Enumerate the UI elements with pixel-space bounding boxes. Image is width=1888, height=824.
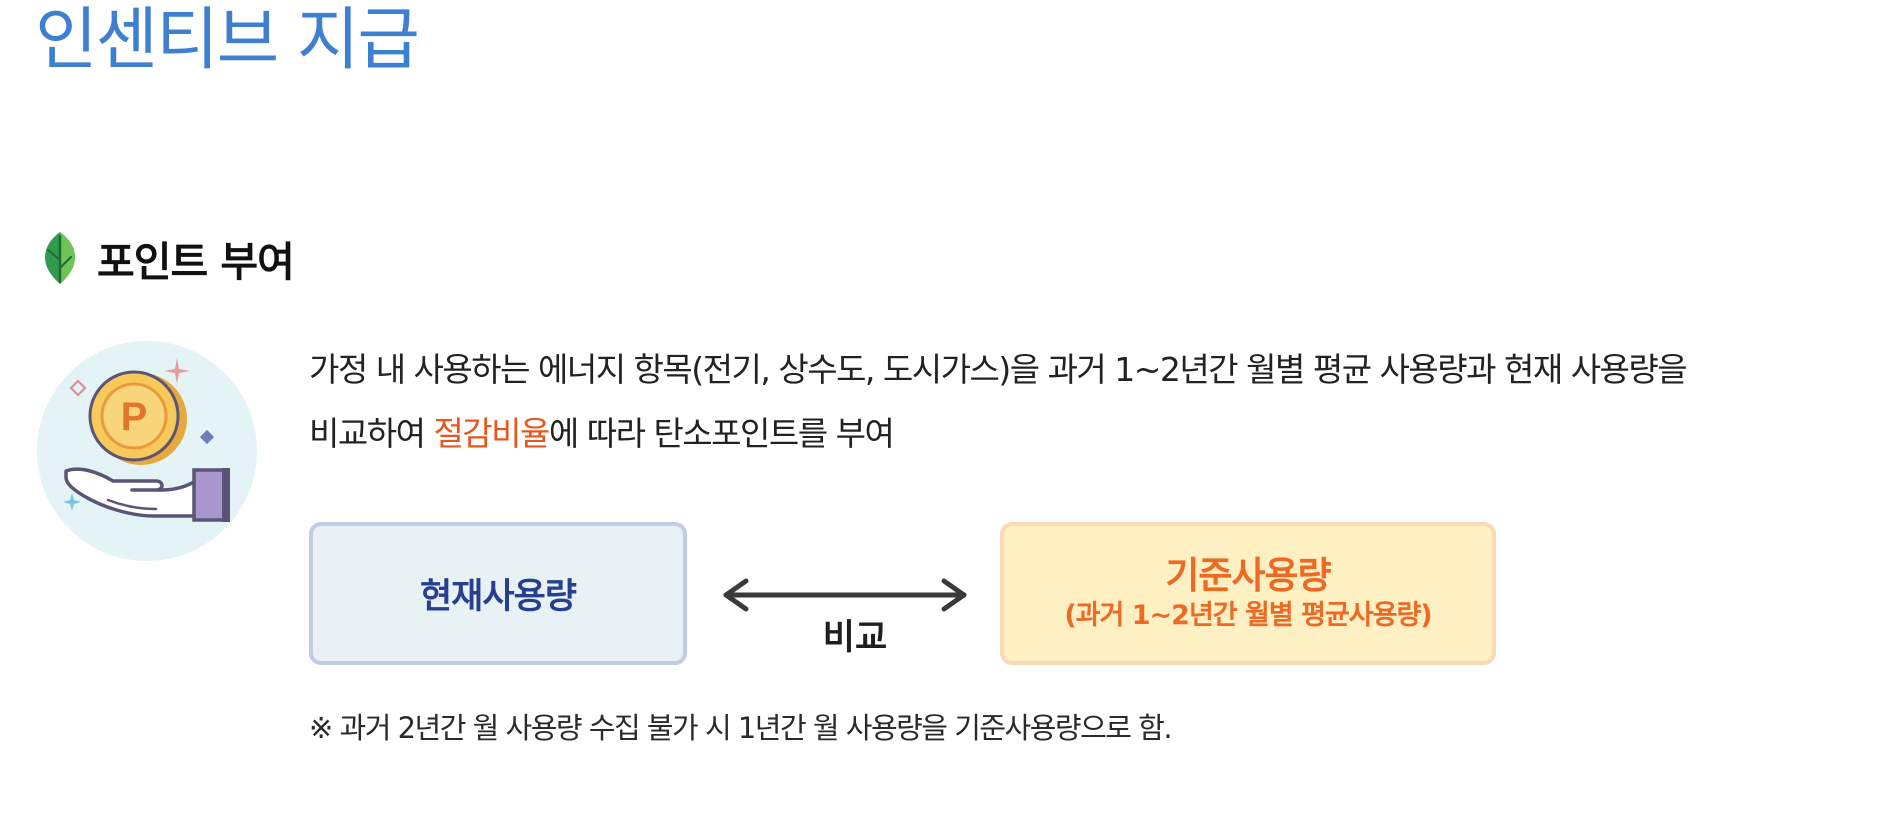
- coin-letter: P: [121, 395, 148, 439]
- compare-label: 비교: [822, 618, 888, 658]
- current-usage-box: 현재사용량: [309, 522, 687, 665]
- page-title: 인센티브 지급: [35, 1, 420, 80]
- description-text-end: 에 따라 탄소포인트를 부여: [548, 414, 895, 453]
- baseline-usage-label: 기준사용량: [1165, 553, 1331, 597]
- footnote: ※ 과거 2년간 월 사용량 수집 불가 시 1년간 월 사용량을 기준사용량으…: [309, 711, 1173, 745]
- baseline-usage-sublabel: (과거 1~2년간 월별 평균사용량): [1064, 599, 1432, 631]
- section-header: 포인트 부여: [37, 228, 295, 288]
- section-title: 포인트 부여: [97, 238, 295, 286]
- current-usage-label: 현재사용량: [419, 577, 577, 617]
- leaf-icon: [44, 232, 76, 284]
- baseline-usage-box: 기준사용량 (과거 1~2년간 월별 평균사용량): [1000, 522, 1496, 665]
- double-arrow-icon: [720, 575, 970, 615]
- description-text-start: 가정 내 사용하는 에너지 항목(전기, 상수도, 도시가스)을 과거 1~2년…: [309, 350, 1688, 453]
- description-highlight: 절감비율: [433, 414, 550, 453]
- description: 가정 내 사용하는 에너지 항목(전기, 상수도, 도시가스)을 과거 1~2년…: [309, 338, 1709, 466]
- hand-holding-point-coin-icon: P: [36, 340, 258, 562]
